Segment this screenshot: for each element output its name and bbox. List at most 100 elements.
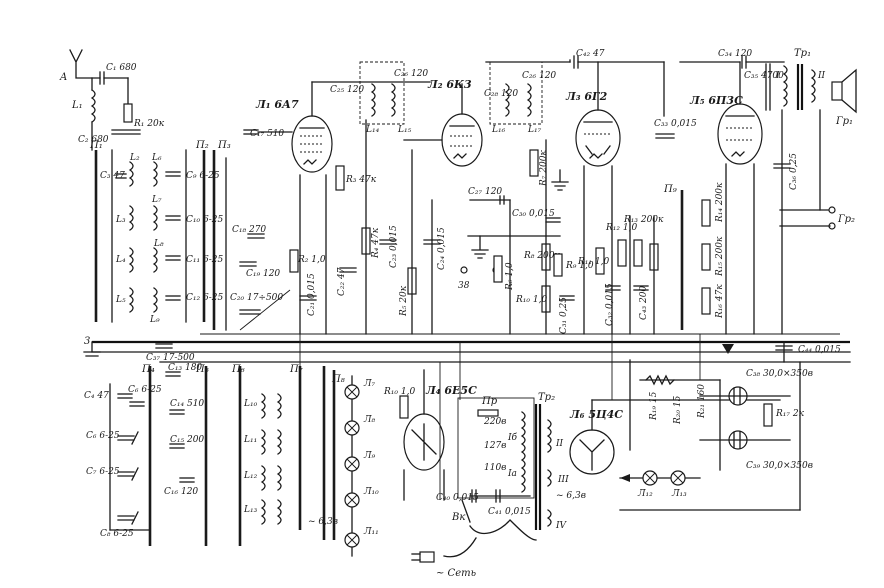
switch-p5-label: П₅ (195, 364, 209, 375)
r13-label: R₁₃ 200к (623, 215, 664, 225)
c32-label: C₃₂ 0,015 (605, 283, 615, 326)
switch-p9-label: П₉ (663, 184, 677, 195)
c26b-label: C₂₆ 120 (522, 71, 556, 81)
coil-l11: L₁₁ (243, 429, 282, 455)
r3-label: R₃ 47к (345, 175, 377, 185)
svg-text:L₅: L₅ (115, 295, 126, 305)
switch-p8-label: П₈ (331, 374, 345, 385)
c2-label: C₂ 680 (78, 135, 109, 145)
heater-label: ~ 6,3в (308, 517, 338, 527)
svg-text:L₁₀: L₁₀ (243, 399, 258, 409)
tube-l2: Л₂ 6К3 C₂₇ 120 (403, 78, 511, 205)
r7-label: R₇ 200к (539, 150, 549, 187)
svg-text:Л₇: Л₇ (363, 379, 376, 389)
svg-text:L₁₁: L₁₁ (243, 435, 257, 445)
antenna-input: A C₁ 680 L₁ R₁ 20к C₂ 680 (59, 49, 165, 151)
l1-support-components: R₃ 47к R₂ 1,0 C₂₁ 0,015 C₂₂ 47 R₄ 47к C₂… (289, 119, 447, 335)
c3-label: C₃ 47 (100, 171, 125, 181)
switch-p1-label: П₁ (89, 140, 103, 151)
c37-label: C₃₇ 17-500 (146, 353, 195, 363)
svg-text:Л₁₂: Л₁₂ (637, 489, 653, 499)
v127-label: 127в (484, 441, 506, 451)
coil-l8: L₈ (152, 239, 164, 273)
c34-label: C₃₄ 120 (718, 49, 752, 59)
svg-text:L₆: L₆ (151, 153, 162, 163)
switch-p7-label: П₇ (289, 364, 303, 375)
coil-l5: L₅ (115, 287, 134, 313)
c6-label: C₆ 6-25 (86, 431, 120, 441)
c27-label: C₂₇ 120 (468, 187, 502, 197)
r9-label: R₉ 1,0 (565, 261, 594, 271)
c13-label: C₁₃ 180 (168, 363, 202, 373)
w4-label: IV (555, 521, 568, 531)
trim-caps-rf (115, 171, 181, 301)
svg-text:L₁₃: L₁₃ (243, 505, 258, 515)
tube-l1-label: Л₁ 6А7 (255, 98, 299, 111)
if-transformer-1: C₂₅ 120 C₂₆ 120 L₁₄ L₁₅ (330, 61, 428, 135)
svg-text:L₂: L₂ (129, 153, 140, 163)
v110-label: 110в (484, 463, 506, 473)
svg-text:Л₈: Л₈ (363, 415, 376, 425)
c8-label: C₈ 6-25 (100, 529, 134, 539)
tube-l4-indicator: Л₄ 6Е5С R₁₀ 1,0 (383, 369, 477, 501)
w3-label: III (557, 475, 569, 485)
band-switch-lower: П₄ П₅ П₆ П₇ П₈ C₄ 47 C₆ 6-25 C₆ 6-25 C₇ … (84, 363, 345, 546)
r15-label: R₁₅ 200к (715, 236, 725, 277)
c14-label: C₁₄ 510 (170, 399, 204, 409)
tube-l3-label: Л₃ 6Г2 (565, 90, 608, 103)
r16-label: R₁₆ 47к (715, 284, 725, 319)
c38-label: C₃₈ 30,0×350в (746, 369, 813, 379)
bus-drops (299, 334, 701, 500)
v220-label: 220в (483, 417, 506, 427)
audio-stage-components: R₁₁ 1,0 R₁₂ 1,0 R₁₃ 200к C₃₂ 0,015 C₄₃ 2… (577, 61, 697, 335)
indicator-lamps: Л₁₂ Л₁₃ (619, 361, 801, 511)
c24-label: C₂₄ 0,015 (437, 227, 447, 270)
c18-label: C₁₈ 270 (232, 225, 266, 235)
l15-label: L₁₅ (397, 125, 412, 135)
coil-l4: L₄ (115, 247, 134, 273)
c33-label: C₃₃ 0,015 (654, 119, 697, 129)
switch-label: Вк (451, 512, 465, 523)
switch-p3-label: П₃ (217, 140, 231, 151)
c20-label: C₂₀ 17÷500 (230, 293, 283, 303)
svg-text:Л₁₁: Л₁₁ (363, 527, 379, 537)
l14-label: L₁₄ (365, 125, 380, 135)
c28-label: C₂₈ 120 (484, 89, 518, 99)
lamp-l9: Л₉ (344, 451, 376, 472)
w2b-label: II (555, 439, 564, 449)
c1-label: C₁ 680 (106, 63, 137, 73)
main-ground-bus (91, 333, 851, 363)
mains-input: C₄₀ 0,015 C₄₁ 0,015 Вк ~ Сеть (411, 489, 537, 579)
tr1-label: Тр₁ (794, 48, 811, 59)
w1a-label: Iа (507, 469, 517, 479)
coil-l12: L₁₂ (243, 465, 282, 491)
if-transformer-2: C₂₈ 120 C₂₆ 120 L₁₆ L₁₇ C₄₂ 47 (484, 49, 665, 135)
lamp-l7: Л₇ (344, 379, 376, 400)
tube-l2-label: Л₂ 6К3 (427, 78, 472, 91)
antenna-label: A (59, 72, 67, 83)
l1-label: L₁ (71, 100, 83, 111)
svg-text:L₁₂: L₁₂ (243, 471, 258, 481)
coil-l7: L₇ (151, 195, 162, 231)
switch-p2-label: П₂ (195, 140, 209, 151)
c10-label: C₁₀ 6-25 (186, 215, 223, 225)
tube-l3: Л₃ 6Г2 (565, 61, 621, 335)
band-switch-rf: П₁ П₂ L₂ L₆ L₃ L₇ L₄ L₈ L (89, 140, 223, 325)
coil-l13: L₁₃ (243, 499, 282, 525)
c26-label: C₂₆ 120 (394, 69, 428, 79)
r10b-label: R₁₀ 1,0 (383, 387, 415, 397)
dial-lamps: Л₇ Л₈ Л₉ Л₁₀ Л₁₁ (344, 375, 379, 557)
coil-l6: L₆ (151, 153, 162, 187)
r5-label: R₅ 20к (399, 285, 409, 317)
mains-label: ~ Сеть (436, 568, 476, 579)
c22-label: C₂₂ 47 (337, 267, 347, 296)
c12-label: C₁₂ 6-25 (186, 293, 223, 303)
tube-l5-label: Л₅ 6П3С (689, 94, 743, 107)
lamp-l11: Л₁₁ (344, 527, 379, 548)
coil-l2: L₂ (128, 153, 140, 187)
lamp-l12: Л₁₂ (637, 470, 658, 499)
r12-label: R₁₂ 1,0 (605, 223, 637, 233)
c21-label: C₂₁ 0,015 (307, 273, 317, 316)
chassis-ground: 3 C₃₇ 17-500 (83, 336, 195, 363)
